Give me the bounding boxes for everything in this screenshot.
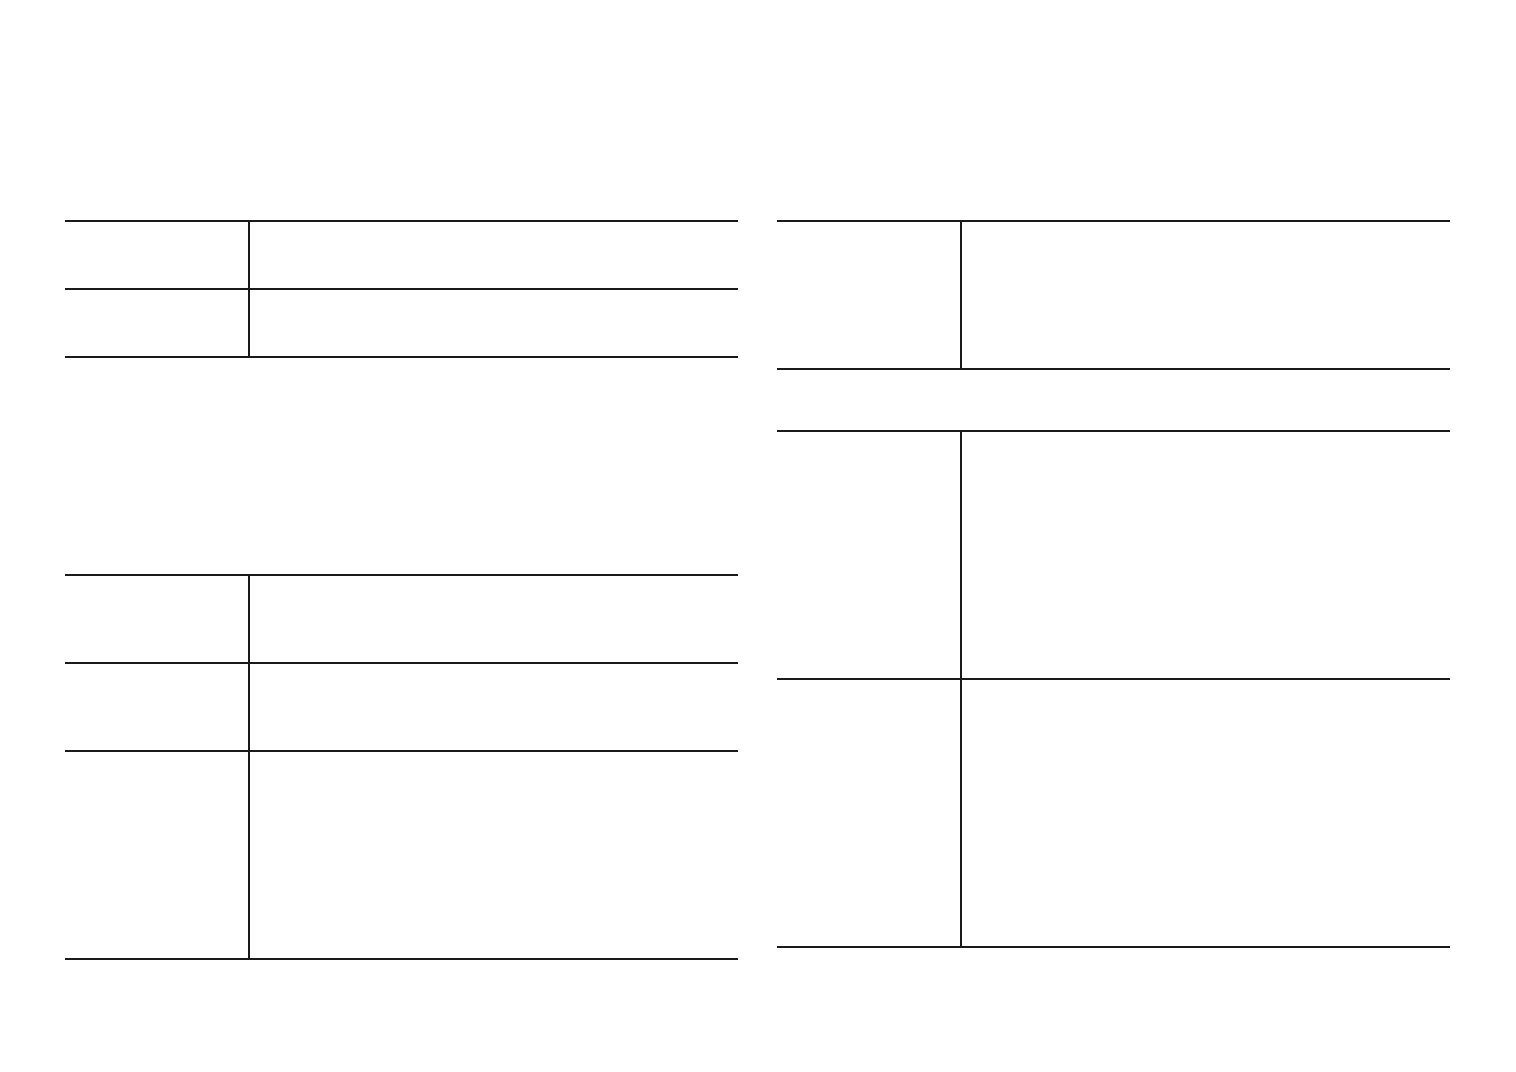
table-right-top [777, 220, 1450, 370]
table-cell-label [65, 662, 250, 752]
table-left-top [65, 220, 738, 358]
table-cell-value [249, 574, 738, 664]
table-row [777, 430, 1450, 680]
table-cell-label [65, 220, 250, 290]
table-cell-value [961, 678, 1450, 948]
table-row [777, 678, 1450, 948]
table-cell-label [65, 750, 250, 960]
table-cell-label [65, 288, 250, 358]
table-cell-value [249, 662, 738, 752]
table-row [65, 574, 738, 664]
table-row [65, 220, 738, 290]
table-cell-value [961, 220, 1450, 370]
table-row [65, 288, 738, 358]
table-right-bottom [777, 430, 1450, 948]
table-cell-label [777, 220, 962, 370]
table-cell-value [961, 430, 1450, 680]
table-cell-value [249, 220, 738, 290]
table-cell-value [249, 288, 738, 358]
table-cell-label [65, 574, 250, 664]
table-row [777, 220, 1450, 370]
table-left-bottom [65, 574, 738, 960]
table-row [65, 750, 738, 960]
table-cell-label [777, 678, 962, 948]
table-cell-label [777, 430, 962, 680]
table-cell-value [249, 750, 738, 960]
table-row [65, 662, 738, 752]
